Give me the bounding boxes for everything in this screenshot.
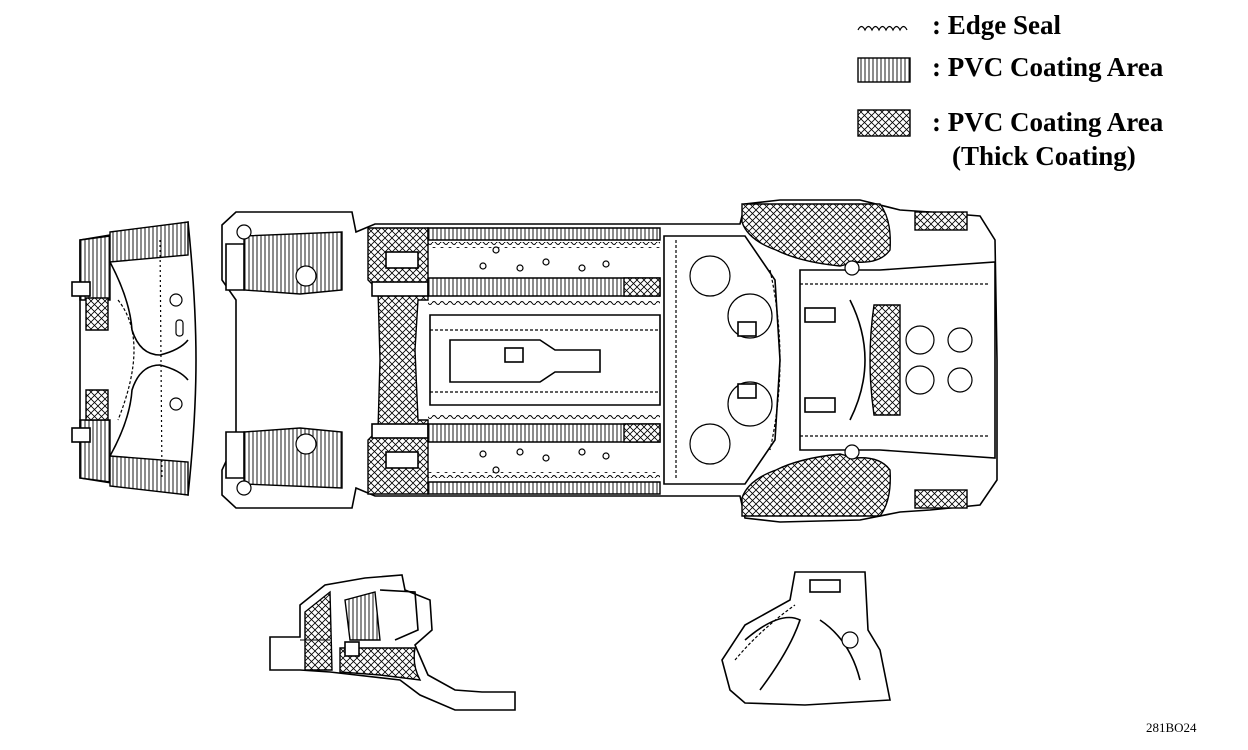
vertical-hatch-swatch-icon [857,57,911,83]
legend-pvc-coating: : PVC Coating Area [857,52,1164,83]
wavy-line-icon [857,25,908,32]
legend-pvc-thick-sublabel: (Thick Coating) [952,141,1136,171]
legend-edge-seal-label: : Edge Seal [932,10,1062,40]
legend: : Edge Seal : PVC Coating Area : PVC Coa… [857,10,1164,171]
legend-pvc-thick: : PVC Coating Area (Thick Coating) [857,107,1164,171]
front-wheelhouse-view [269,574,516,711]
legend-edge-seal: : Edge Seal [857,10,1062,40]
underbody-view [221,199,998,523]
cross-hatch-swatch-icon [857,109,911,137]
floor-holes [479,246,610,474]
legend-pvc-thick-label: : PVC Coating Area [932,107,1164,137]
rear-wheelhouse-view [721,571,891,706]
legend-pvc-coating-label: : PVC Coating Area [932,52,1164,82]
figure-code: 281BO24 [1146,720,1197,735]
front-panel-view [71,221,197,496]
